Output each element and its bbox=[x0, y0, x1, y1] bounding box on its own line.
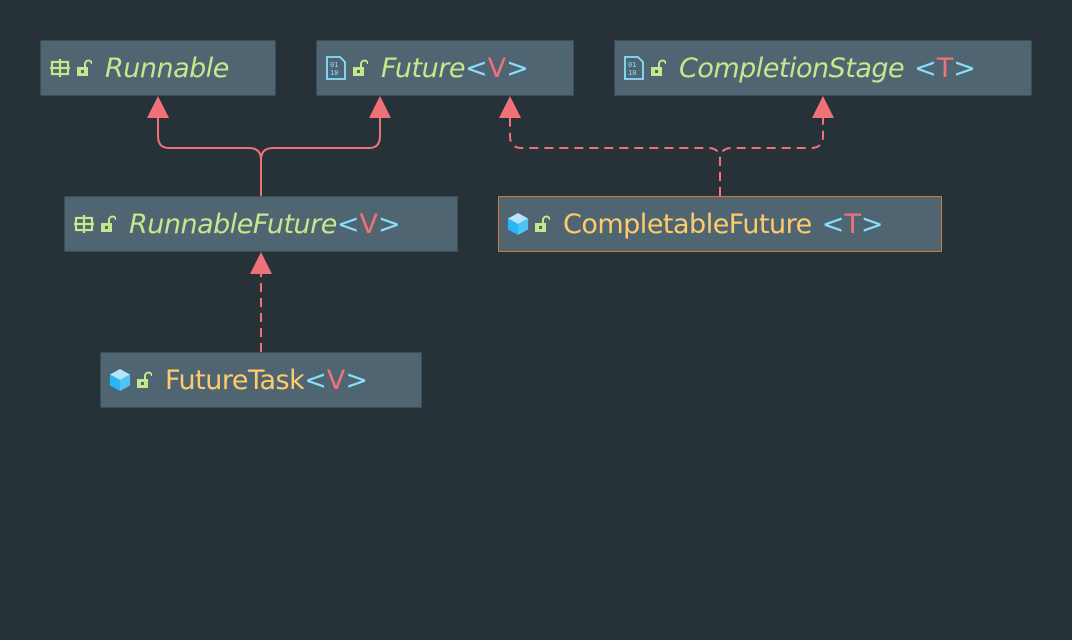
node-name: Runnable bbox=[105, 52, 229, 84]
type-param: V bbox=[487, 52, 507, 84]
node-completablefuture[interactable]: CompletableFuture <T> bbox=[498, 196, 942, 252]
unlocked-icon bbox=[533, 214, 551, 234]
node-future[interactable]: 01 10 Future <V> bbox=[316, 40, 574, 96]
arrowhead-runnablefuture bbox=[250, 252, 272, 274]
unlocked-icon bbox=[649, 58, 667, 78]
open-bracket: < bbox=[821, 208, 845, 240]
unlocked-icon bbox=[351, 58, 369, 78]
arrowhead-future-2 bbox=[499, 96, 521, 118]
node-completionstage[interactable]: 01 10 CompletionStage <T> bbox=[614, 40, 1032, 96]
node-runnablefuture[interactable]: RunnableFuture <V> bbox=[64, 196, 458, 252]
type-parameter: <V> bbox=[304, 365, 368, 396]
svg-text:01: 01 bbox=[628, 61, 636, 69]
interface-icon: 01 10 bbox=[325, 56, 347, 80]
edge-completablefuture-completionstage bbox=[719, 118, 824, 196]
node-name: CompletionStage bbox=[679, 52, 905, 84]
node-name: FutureTask bbox=[165, 364, 305, 396]
close-bracket: > bbox=[860, 208, 884, 240]
close-bracket: > bbox=[506, 52, 529, 84]
edge-runnablefuture-runnable bbox=[157, 118, 262, 196]
type-parameter: <T> bbox=[822, 209, 884, 240]
arrowhead-future bbox=[369, 96, 391, 118]
node-name: RunnableFuture bbox=[129, 208, 337, 240]
type-param: T bbox=[936, 52, 954, 84]
type-parameter: <V> bbox=[337, 209, 401, 240]
open-bracket: < bbox=[336, 208, 360, 240]
unlocked-icon bbox=[135, 370, 153, 390]
class-icon bbox=[109, 368, 131, 392]
svg-text:10: 10 bbox=[628, 69, 636, 77]
edge-runnablefuture-future bbox=[260, 118, 381, 196]
unlocked-icon bbox=[99, 214, 117, 234]
interface-icon: 01 10 bbox=[623, 56, 645, 80]
node-name: Future bbox=[381, 52, 465, 84]
functional-interface-icon bbox=[73, 212, 95, 236]
edge-completablefuture-future bbox=[509, 118, 721, 196]
open-bracket: < bbox=[914, 52, 937, 84]
functional-interface-icon bbox=[49, 56, 71, 80]
node-runnable[interactable]: Runnable bbox=[40, 40, 276, 96]
close-bracket: > bbox=[377, 208, 401, 240]
type-parameter: <V> bbox=[465, 53, 529, 84]
arrowhead-runnable bbox=[147, 96, 169, 118]
type-param: T bbox=[844, 208, 861, 240]
type-parameter: <T> bbox=[914, 53, 976, 84]
open-bracket: < bbox=[304, 364, 327, 396]
svg-text:01: 01 bbox=[330, 61, 338, 69]
type-param: V bbox=[359, 208, 378, 240]
node-futuretask[interactable]: FutureTask <V> bbox=[100, 352, 422, 408]
arrowhead-completionstage bbox=[812, 96, 834, 118]
node-name: CompletableFuture bbox=[563, 208, 812, 240]
open-bracket: < bbox=[464, 52, 488, 84]
class-icon bbox=[507, 212, 529, 236]
close-bracket: > bbox=[953, 52, 976, 84]
close-bracket: > bbox=[345, 364, 368, 396]
svg-text:10: 10 bbox=[330, 69, 338, 77]
type-param: V bbox=[326, 364, 346, 396]
unlocked-icon bbox=[75, 58, 93, 78]
